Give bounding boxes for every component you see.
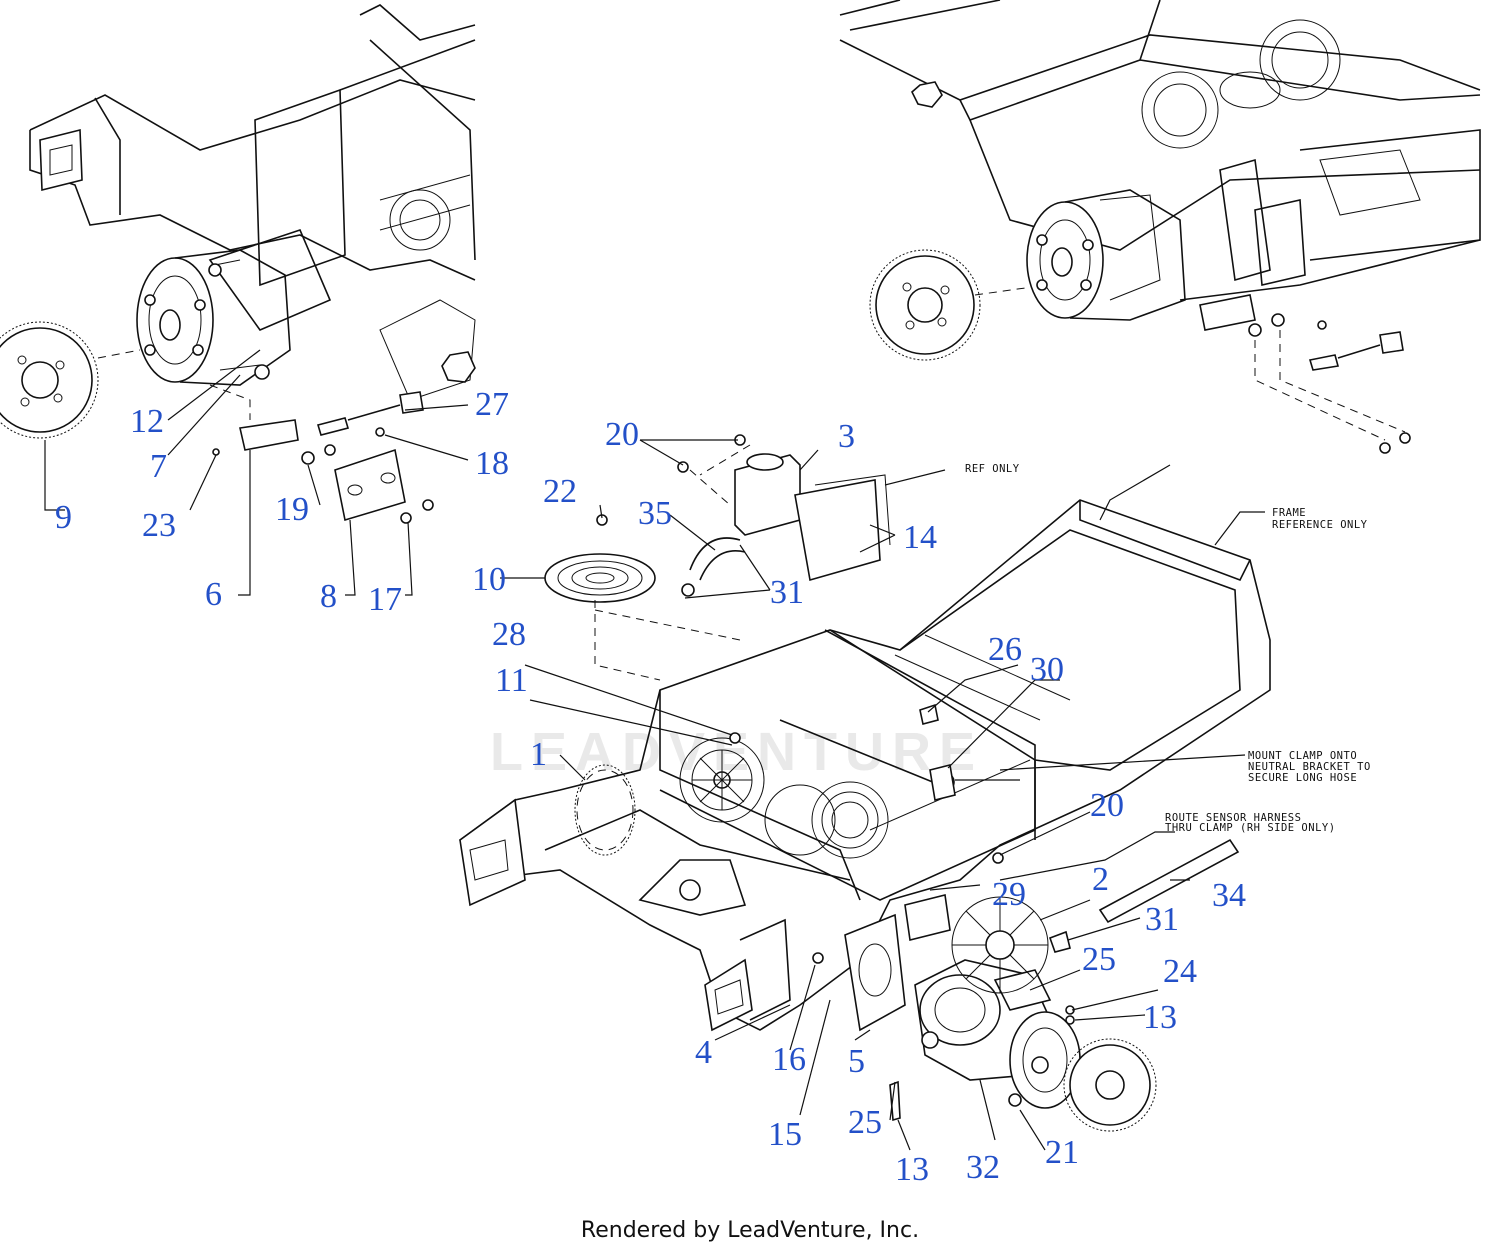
callout-6[interactable]: 6 (205, 576, 222, 613)
diagram-notes: REF ONLY FRAME REFERENCE ONLY MOUNT CLAM… (965, 463, 1371, 834)
callout-20-lower[interactable]: 20 (1090, 787, 1124, 824)
note-mount-clamp-2: NEUTRAL BRACKET TO (1248, 761, 1371, 773)
note-ref-only: REF ONLY (965, 463, 1020, 475)
detail-view-left (0, 4, 476, 524)
detail-view-right (839, 0, 1481, 454)
callout-14[interactable]: 14 (903, 519, 937, 556)
callout-29[interactable]: 29 (992, 876, 1026, 913)
callout-31-lower[interactable]: 31 (1145, 901, 1179, 938)
callout-10[interactable]: 10 (472, 561, 506, 598)
callout-24[interactable]: 24 (1163, 953, 1197, 990)
callout-21[interactable]: 21 (1045, 1134, 1079, 1171)
callout-17[interactable]: 17 (368, 581, 402, 618)
note-frame-ref-2: REFERENCE ONLY (1272, 519, 1368, 531)
note-frame-ref-1: FRAME (1272, 507, 1306, 519)
callout-18[interactable]: 18 (475, 445, 509, 482)
note-mount-clamp-3: SECURE LONG HOSE (1248, 772, 1357, 784)
callout-27[interactable]: 27 (475, 386, 509, 423)
note-mount-clamp-1: MOUNT CLAMP ONTO (1248, 750, 1357, 762)
leader-lines (44, 349, 1265, 1151)
callout-5[interactable]: 5 (848, 1043, 865, 1080)
callout-16[interactable]: 16 (772, 1041, 806, 1078)
callout-1[interactable]: 1 (530, 736, 547, 773)
callout-13-lower[interactable]: 13 (895, 1151, 929, 1188)
callout-20-upper[interactable]: 20 (605, 416, 639, 453)
callout-8[interactable]: 8 (320, 578, 337, 615)
callout-4[interactable]: 4 (695, 1034, 712, 1071)
callout-32[interactable]: 32 (966, 1149, 1000, 1186)
callout-12[interactable]: 12 (130, 403, 164, 440)
callout-34[interactable]: 34 (1212, 877, 1246, 914)
note-route-sensor-2: THRU CLAMP (RH SIDE ONLY) (1165, 822, 1336, 834)
callout-22[interactable]: 22 (543, 473, 577, 510)
callout-3[interactable]: 3 (838, 418, 855, 455)
callout-numbers: 1 2 3 4 5 6 7 8 9 10 11 12 13 13 14 15 1… (55, 386, 1246, 1188)
callout-31-upper[interactable]: 31 (770, 574, 804, 611)
callout-19[interactable]: 19 (275, 491, 309, 528)
callout-30[interactable]: 30 (1030, 651, 1064, 688)
callout-11[interactable]: 11 (495, 662, 528, 699)
callout-28[interactable]: 28 (492, 616, 526, 653)
callout-9[interactable]: 9 (55, 499, 72, 536)
main-assembly (458, 434, 1271, 1132)
note-route-sensor-1: ROUTE SENSOR HARNESS (1165, 812, 1301, 824)
callout-2[interactable]: 2 (1092, 861, 1109, 898)
callout-7[interactable]: 7 (150, 448, 167, 485)
callout-15[interactable]: 15 (768, 1116, 802, 1153)
callout-25-upper[interactable]: 25 (1082, 941, 1116, 978)
callout-35[interactable]: 35 (638, 495, 672, 532)
callout-23[interactable]: 23 (142, 507, 176, 544)
callout-13-upper[interactable]: 13 (1143, 999, 1177, 1036)
footer-credit: Rendered by LeadVenture, Inc. (580, 1218, 920, 1243)
callout-25-lower[interactable]: 25 (848, 1104, 882, 1141)
callout-26[interactable]: 26 (988, 631, 1022, 668)
